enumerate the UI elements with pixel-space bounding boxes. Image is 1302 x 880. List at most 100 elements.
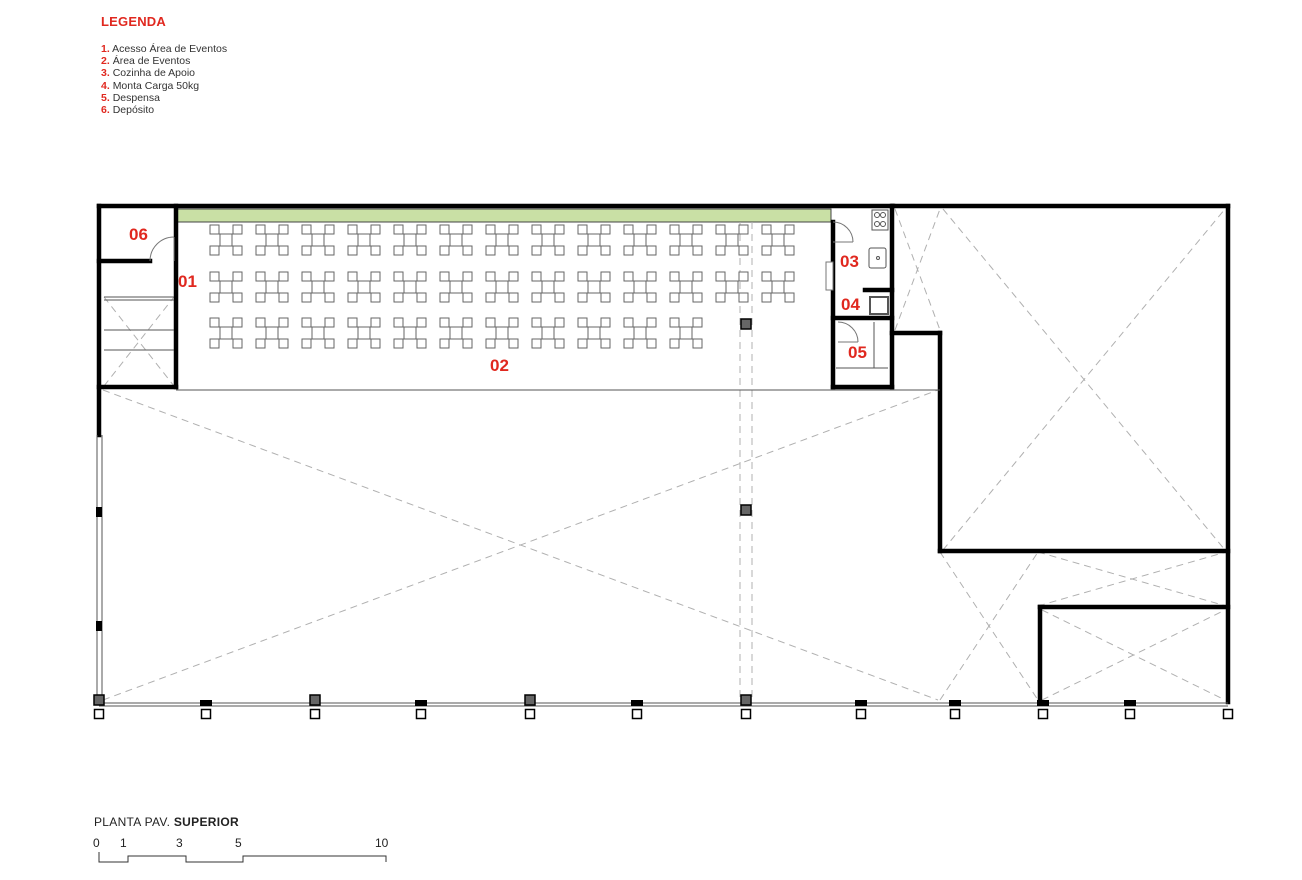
- table: [265, 280, 279, 294]
- column: [96, 621, 102, 631]
- chair: [577, 317, 588, 328]
- chair: [255, 338, 266, 349]
- chair: [462, 245, 473, 256]
- scale-tick-10: 10: [375, 836, 389, 850]
- chair: [416, 271, 427, 282]
- chair: [462, 317, 473, 328]
- legend-item-number: 3.: [101, 67, 110, 80]
- chair: [485, 224, 496, 235]
- chair: [531, 224, 542, 235]
- chair: [623, 317, 634, 328]
- legend-item-number: 2.: [101, 55, 110, 68]
- chair: [462, 338, 473, 349]
- chair: [600, 224, 611, 235]
- table: [679, 326, 693, 340]
- kitchen-fixtures: [868, 209, 889, 315]
- chair: [232, 338, 243, 349]
- chair: [623, 292, 634, 303]
- columns: [93, 318, 1234, 720]
- scale-tick-0: 0: [93, 836, 100, 850]
- table: [219, 233, 233, 247]
- chair: [370, 292, 381, 303]
- chair: [324, 317, 335, 328]
- table: [679, 233, 693, 247]
- chair: [508, 338, 519, 349]
- chair: [255, 292, 266, 303]
- chair: [784, 245, 795, 256]
- chair: [324, 292, 335, 303]
- table: [219, 326, 233, 340]
- column: [855, 708, 867, 720]
- chair: [577, 245, 588, 256]
- chair: [232, 271, 243, 282]
- table: [633, 233, 647, 247]
- column: [200, 708, 212, 720]
- chair: [278, 224, 289, 235]
- chair: [393, 245, 404, 256]
- chair: [761, 224, 772, 235]
- chair: [715, 245, 726, 256]
- chair: [462, 292, 473, 303]
- legend-item-label: Monta Carga 50kg: [112, 79, 200, 92]
- chair: [531, 271, 542, 282]
- table: [449, 280, 463, 294]
- legend-item-label: Área de Eventos: [112, 55, 191, 68]
- table: [495, 326, 509, 340]
- table: [587, 326, 601, 340]
- chair: [301, 245, 312, 256]
- table: [771, 280, 785, 294]
- column: [1037, 700, 1049, 706]
- table: [771, 233, 785, 247]
- chair: [439, 317, 450, 328]
- chair: [554, 292, 565, 303]
- chair: [600, 317, 611, 328]
- chair: [439, 271, 450, 282]
- chair: [462, 224, 473, 235]
- column: [309, 694, 321, 706]
- chair: [439, 224, 450, 235]
- legend-item-label: Depósito: [112, 104, 155, 117]
- chair: [554, 224, 565, 235]
- chair: [508, 271, 519, 282]
- chair: [209, 245, 220, 256]
- chair: [462, 271, 473, 282]
- column: [1124, 708, 1136, 720]
- chair: [393, 317, 404, 328]
- chair: [738, 224, 749, 235]
- table: [633, 326, 647, 340]
- chair: [301, 317, 312, 328]
- table: [725, 233, 739, 247]
- chair: [600, 338, 611, 349]
- legend-item: 6. Depósito: [101, 104, 227, 116]
- chair: [761, 245, 772, 256]
- legend-item: 3. Cozinha de Apoio: [101, 67, 227, 79]
- column: [740, 318, 752, 330]
- chair: [715, 292, 726, 303]
- chair: [347, 317, 358, 328]
- chair: [761, 271, 772, 282]
- table: [357, 233, 371, 247]
- chair: [738, 271, 749, 282]
- table: [403, 280, 417, 294]
- walls: [96, 203, 1231, 705]
- legend-title: LEGENDA: [101, 14, 166, 29]
- event-tables: [209, 224, 795, 349]
- chair: [416, 338, 427, 349]
- chair: [669, 338, 680, 349]
- chair: [232, 317, 243, 328]
- chair: [784, 271, 795, 282]
- scale-tick-5: 5: [235, 836, 242, 850]
- table: [357, 280, 371, 294]
- column: [93, 708, 105, 720]
- legend-item-label: Cozinha de Apoio: [112, 67, 196, 80]
- column: [740, 694, 752, 706]
- column: [631, 708, 643, 720]
- chair: [485, 317, 496, 328]
- column: [740, 708, 752, 720]
- chair: [623, 245, 634, 256]
- chair: [600, 271, 611, 282]
- chair: [485, 292, 496, 303]
- legend-item: 5. Despensa: [101, 92, 227, 104]
- column: [855, 700, 867, 706]
- chair: [485, 338, 496, 349]
